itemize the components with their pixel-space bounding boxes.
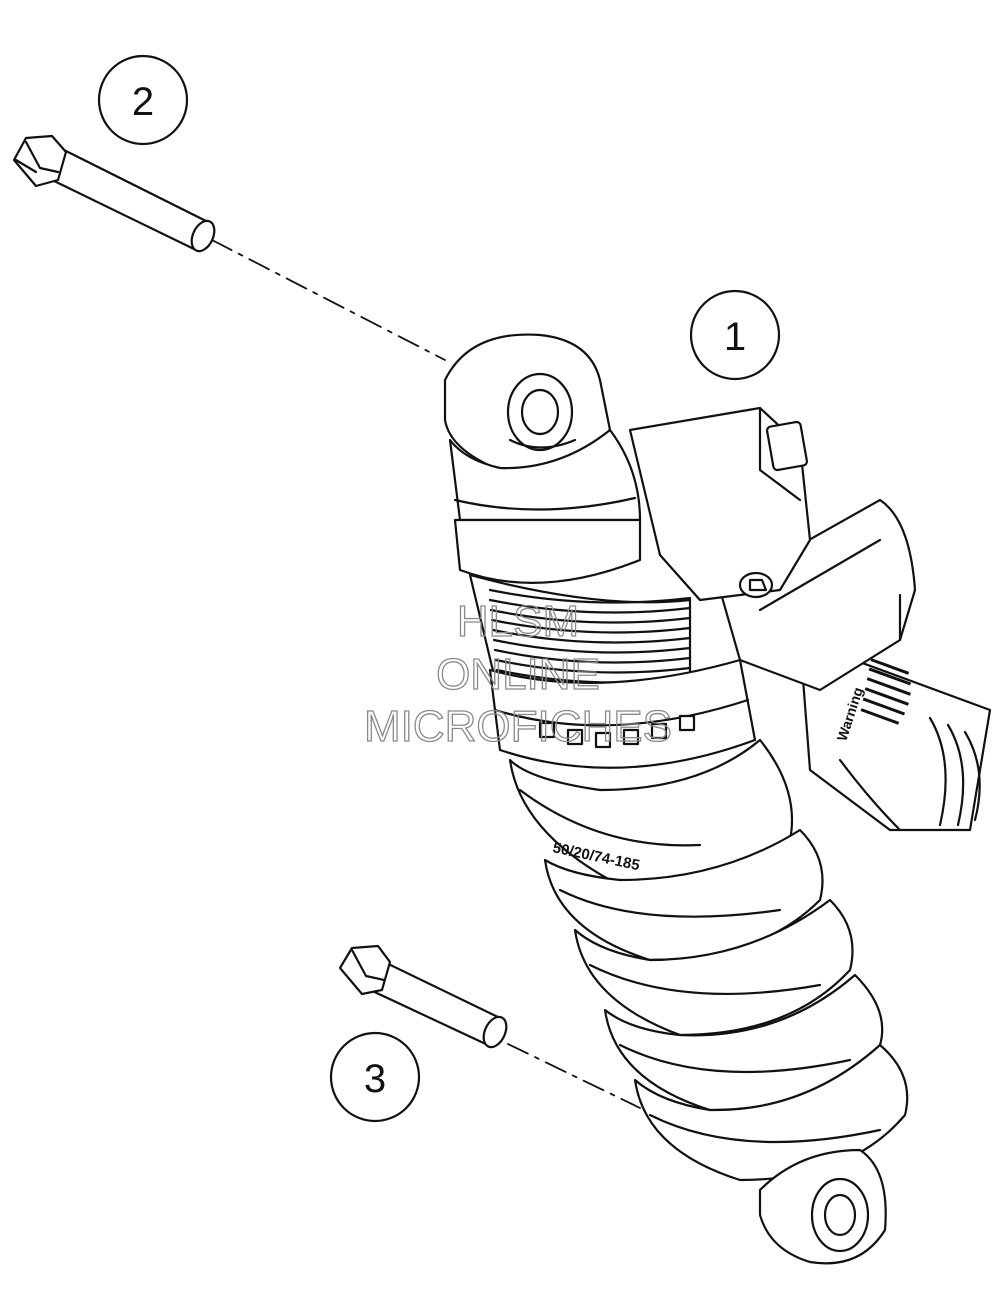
upper-alignment-line [211, 239, 446, 361]
watermark: HLSM ONLINE MICROFICHES [363, 596, 672, 751]
warning-label-stripes [860, 658, 912, 725]
lower-mounting-bolt [338, 944, 508, 1049]
callout-3: 3 [329, 1031, 421, 1123]
callout-3-number: 3 [364, 1057, 386, 1101]
callout-2: 2 [97, 54, 189, 146]
callout-2-number: 2 [132, 80, 154, 124]
watermark-line-3: MICROFICHES [364, 702, 672, 751]
lower-alignment-line [507, 1043, 641, 1109]
callout-1: 1 [689, 289, 781, 381]
lower-eye [758, 1148, 887, 1265]
upper-mounting-bolt [12, 134, 216, 253]
watermark-line-2: ONLINE [436, 650, 600, 699]
reservoir-clamp [628, 406, 812, 602]
hex-socket-bolt-head [738, 571, 774, 599]
coil-spring: 50/20/74-185 [508, 738, 909, 1182]
reservoir: Warning [718, 498, 992, 832]
watermark-line-1: HLSM [457, 597, 579, 646]
collar-notches [538, 714, 696, 749]
damper-body [448, 428, 692, 702]
preload-collar [488, 658, 757, 769]
alignment-lines [211, 239, 641, 1109]
callout-1-number: 1 [724, 315, 746, 359]
